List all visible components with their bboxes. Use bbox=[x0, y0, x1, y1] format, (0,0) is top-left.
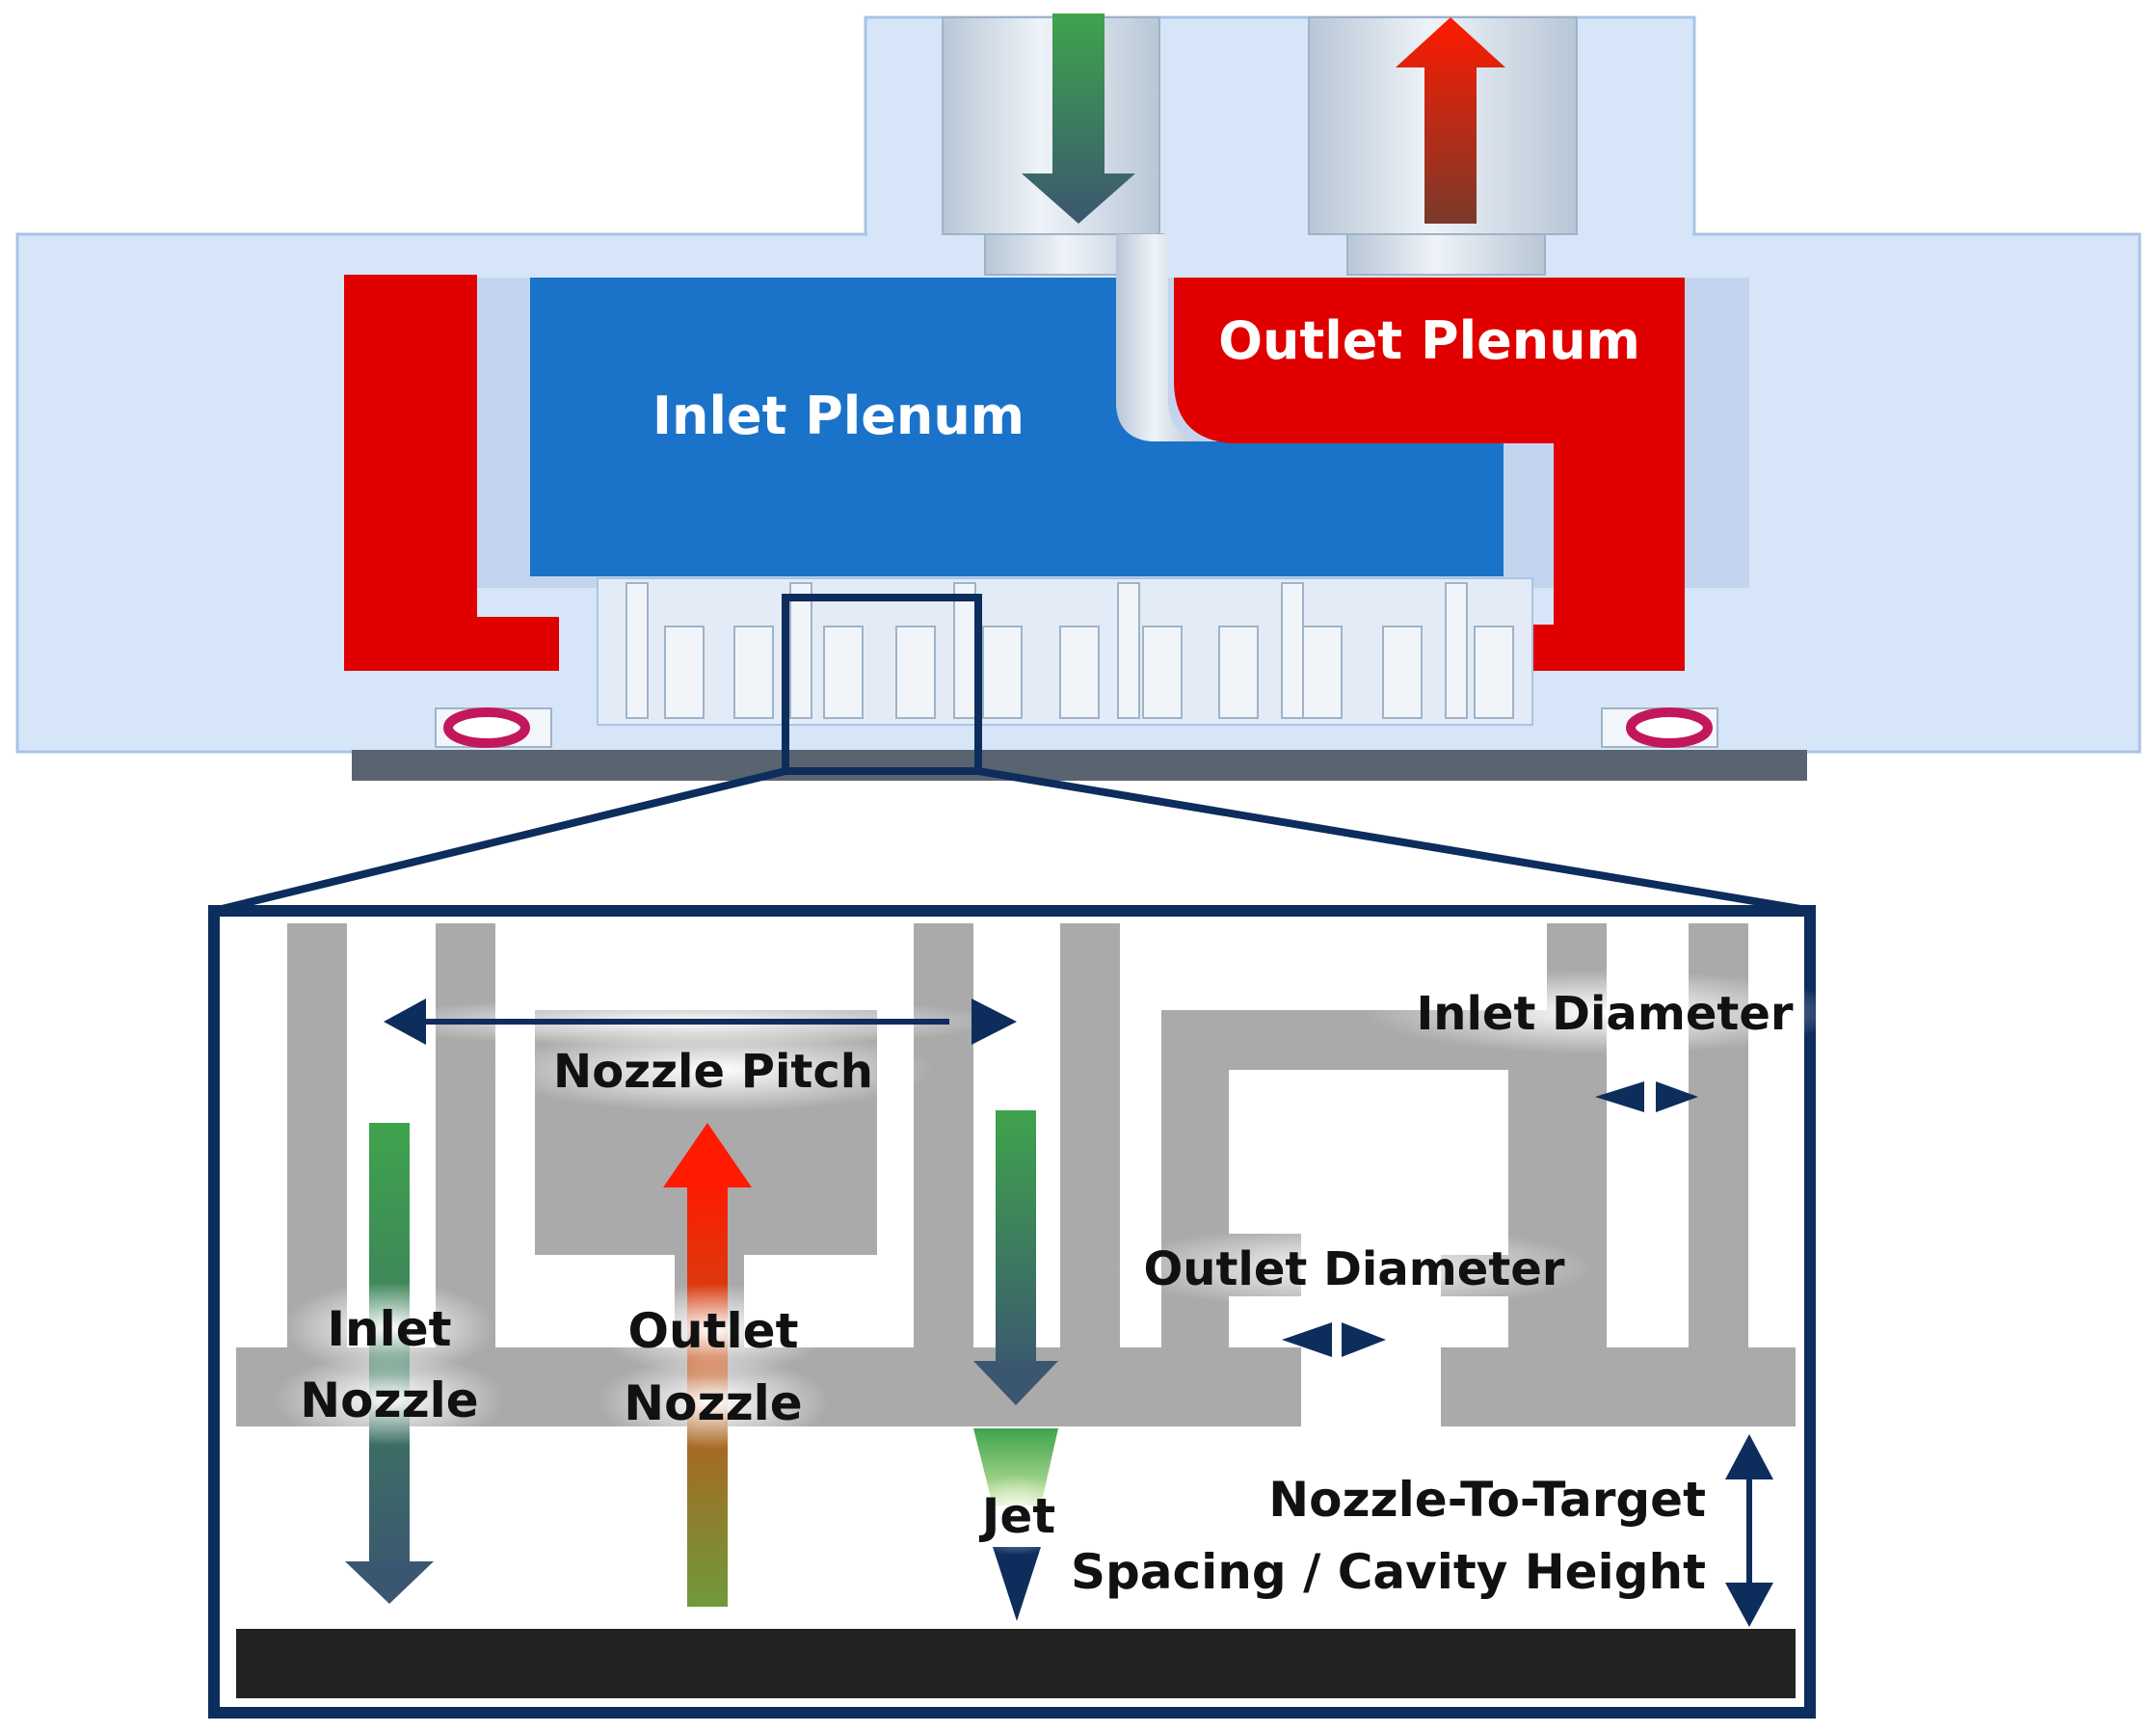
inlet-diameter-label: Inlet Diameter bbox=[1416, 987, 1793, 1041]
inlet-plenum bbox=[530, 278, 1504, 576]
detail-view: Nozzle Pitch Inlet Diameter Outlet Diame… bbox=[208, 905, 1846, 1719]
zoom-line-right bbox=[977, 767, 1813, 915]
outlet-plenum bbox=[1174, 278, 1685, 671]
outlet-diameter-arrow-icon bbox=[1282, 1322, 1386, 1357]
inlet-nozzle-label-line2: Nozzle bbox=[300, 1372, 478, 1428]
base-plate bbox=[352, 750, 1807, 781]
double-arrow-vertical-icon bbox=[1725, 1434, 1773, 1627]
down-arrow-icon bbox=[345, 1561, 434, 1604]
double-arrow-horizontal-icon bbox=[384, 999, 1017, 1045]
outlet-nozzle-label-line1: Outlet bbox=[628, 1303, 799, 1359]
outlet-diameter-label: Outlet Diameter bbox=[1143, 1242, 1564, 1296]
nozzle-array-details bbox=[626, 582, 1514, 719]
down-arrow-icon bbox=[973, 1361, 1058, 1405]
zoom-line-left bbox=[213, 767, 786, 915]
outlet-plenum-label: Outlet Plenum bbox=[1218, 310, 1640, 371]
outlet-return-left bbox=[344, 275, 559, 671]
jet-label: Jet bbox=[979, 1488, 1055, 1544]
outlet-nozzle-label-line2: Nozzle bbox=[624, 1375, 802, 1431]
spacing-label-line2: Spacing / Cavity Height bbox=[1071, 1544, 1706, 1600]
jet-arrow-shaft bbox=[996, 1110, 1036, 1380]
spacing-label-line1: Nozzle-To-Target bbox=[1268, 1472, 1706, 1528]
nozzle-pitch-label: Nozzle Pitch bbox=[553, 1045, 873, 1099]
inlet-diameter-arrow-icon bbox=[1595, 1081, 1698, 1118]
housing-section: Outlet Plenum Inlet Plenum bbox=[15, 13, 2142, 781]
zoom-box bbox=[782, 594, 982, 775]
down-arrow-icon bbox=[1022, 13, 1135, 224]
up-arrow-icon bbox=[1396, 17, 1505, 224]
up-arrow-icon bbox=[663, 1123, 752, 1187]
inlet-nozzle-label-line1: Inlet bbox=[327, 1301, 451, 1357]
target-surface bbox=[236, 1629, 1796, 1698]
zoom-callout bbox=[213, 594, 1813, 915]
jet-tip bbox=[993, 1547, 1041, 1621]
inlet-plenum-label: Inlet Plenum bbox=[652, 386, 1025, 446]
inlet-pipe bbox=[942, 16, 1160, 235]
